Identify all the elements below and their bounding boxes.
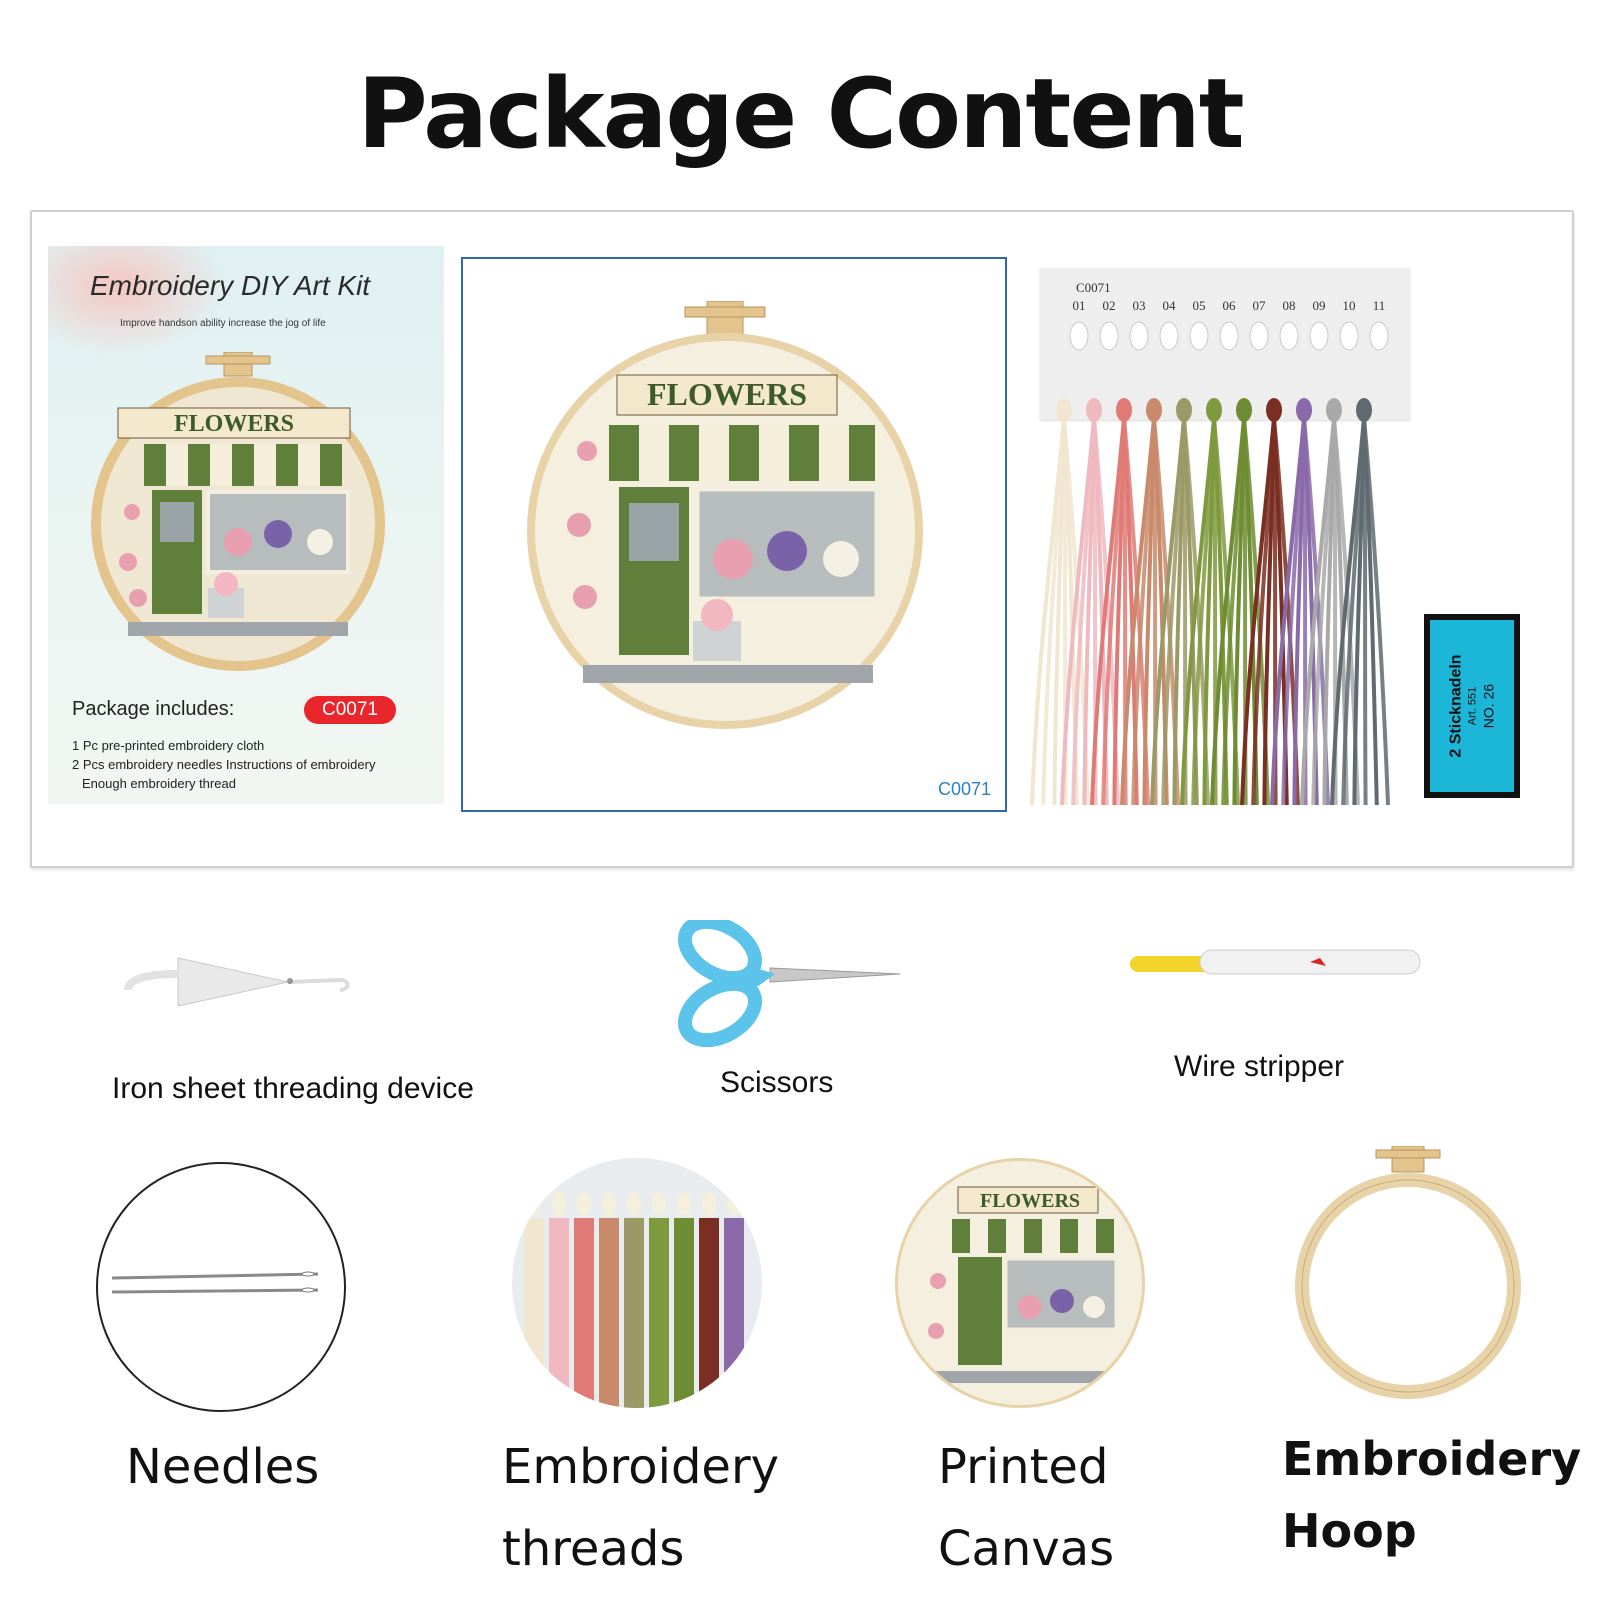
thumb-sign-text: FLOWERS	[980, 1190, 1080, 1212]
threads-thumbnail	[524, 1192, 744, 1408]
mini-thread-hole	[552, 1192, 566, 1216]
card-code: C0071	[1076, 280, 1111, 295]
seam-ripper-icon	[1130, 949, 1421, 975]
mini-thread-hole	[602, 1192, 616, 1216]
canvas-sign-text: FLOWERS	[647, 376, 807, 412]
scissors-icon	[677, 920, 901, 1048]
mini-thread-hole	[627, 1192, 641, 1216]
thread-bundles	[1030, 398, 1390, 806]
threader-label: Iron sheet threading device	[112, 1072, 474, 1105]
needle-pack: 2 Sticknadeln Art. 551 NO. 26	[1424, 614, 1520, 798]
thread-number: 07	[1252, 298, 1266, 313]
threads-circle	[512, 1158, 762, 1408]
card-holes	[1069, 321, 1389, 351]
thread-number: 09	[1312, 298, 1326, 313]
threader-icon	[124, 957, 350, 1007]
thread-number: 04	[1162, 298, 1176, 313]
mini-thread	[524, 1218, 544, 1408]
box-subtitle: Improve handson ability increase the jog…	[120, 318, 326, 329]
include-line: Enough embroidery thread	[82, 776, 236, 791]
mini-thread-hole	[702, 1192, 716, 1216]
canvas-thumbnail: FLOWERS	[928, 1186, 1118, 1383]
mini-thread	[599, 1218, 619, 1408]
needle-pack-line: Art. 551	[1466, 686, 1479, 726]
thread-number: 01	[1072, 298, 1086, 313]
thread-number: 05	[1192, 298, 1206, 313]
thread-number: 08	[1282, 298, 1296, 313]
hoop-label-line2: Hoop	[1282, 1504, 1417, 1558]
canvas-label-line1: Printed	[938, 1439, 1109, 1495]
mini-thread	[674, 1218, 694, 1408]
mini-thread	[724, 1218, 744, 1408]
canvas-code: C0071	[937, 779, 991, 799]
card-numbers: 01 02 03 04 05 06 07 08 09 10 11	[1064, 298, 1386, 316]
product-box-cover: Embroidery DIY Art Kit Improve handson a…	[48, 246, 444, 804]
needle-pack-line: NO. 26	[1480, 683, 1497, 729]
box-sign-text: FLOWERS	[174, 411, 294, 437]
mini-thread	[549, 1218, 569, 1408]
box-hoop-illustration: FLOWERS	[91, 352, 385, 671]
mini-thread-hole	[727, 1192, 741, 1216]
includes-label: Package includes:	[72, 698, 235, 720]
mini-thread-hole	[527, 1192, 541, 1216]
thread-number: 10	[1342, 298, 1356, 313]
thread-number: 03	[1132, 298, 1146, 313]
page-title: Package Content	[357, 58, 1244, 170]
thread-number: 06	[1222, 298, 1236, 313]
thread-number: 02	[1102, 298, 1116, 313]
include-line: 1 Pc pre-printed embroidery cloth	[72, 738, 265, 753]
needles-icon	[111, 1271, 319, 1294]
box-title: Embroidery DIY Art Kit	[90, 270, 371, 301]
mini-thread	[624, 1218, 644, 1408]
threads-label-line1: Embroidery	[502, 1439, 780, 1495]
thread-bundle	[1330, 398, 1390, 806]
thread-card: C0071 01 02 03 04 05 06 07 08 09 10 11	[1040, 268, 1410, 420]
needle-pack-line: 2 Sticknadeln	[1447, 654, 1465, 758]
thread-number: 11	[1372, 298, 1386, 313]
mini-thread-hole	[577, 1192, 591, 1216]
include-line: 2 Pcs embroidery needles Instructions of…	[72, 757, 376, 772]
threads-label-line2: threads	[502, 1521, 685, 1577]
canvas-label-line2: Canvas	[938, 1521, 1115, 1577]
scissors-label: Scissors	[720, 1066, 834, 1099]
printed-canvas-frame: FLOWERS C0071	[461, 257, 1007, 812]
thread-bundle	[1210, 398, 1270, 806]
mini-thread	[699, 1218, 719, 1408]
mini-thread-hole	[652, 1192, 666, 1216]
mini-thread-hole	[677, 1192, 691, 1216]
canvas-hoop-illustration: FLOWERS	[527, 301, 923, 729]
seam-ripper-label: Wire stripper	[1174, 1050, 1345, 1083]
hoop-icon	[1295, 1146, 1521, 1399]
canvas-circle: FLOWERS	[895, 1158, 1145, 1408]
needles-label: Needles	[126, 1439, 320, 1495]
thread-bundle	[1030, 398, 1090, 806]
mini-thread	[574, 1218, 594, 1408]
hoop-label-line1: Embroidery	[1282, 1432, 1582, 1486]
needles-circle	[96, 1162, 346, 1412]
code-badge: C0071	[304, 696, 396, 724]
mini-thread	[649, 1218, 669, 1408]
